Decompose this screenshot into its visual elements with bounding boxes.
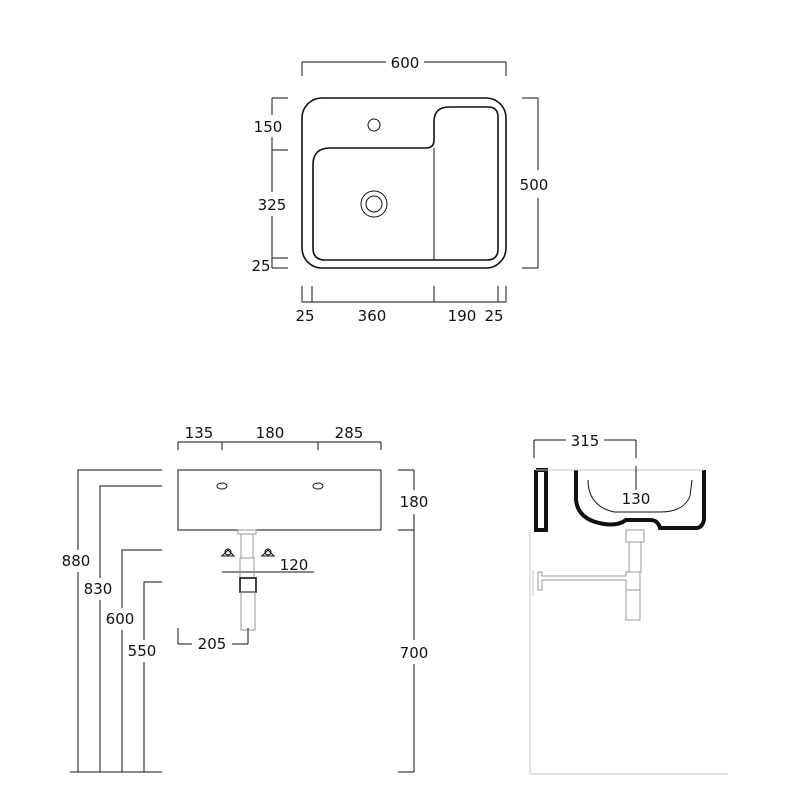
dim-front-top: 135 180 285	[177, 424, 382, 450]
top-view: 600 500 150 325 25	[251, 54, 548, 325]
waste-outlet	[360, 190, 388, 218]
dim-front-right: 180 700	[398, 469, 429, 773]
front-valve-right	[264, 548, 272, 556]
label-315: 315	[571, 432, 600, 450]
label-205: 205	[198, 635, 227, 653]
label-130: 130	[622, 490, 651, 508]
front-trap-body	[239, 577, 257, 593]
label-500: 500	[520, 176, 549, 194]
label-25-left: 25	[295, 307, 314, 325]
dim-depth: 500	[520, 97, 549, 269]
front-basin	[177, 469, 382, 531]
side-basin-section	[534, 468, 706, 532]
label-550: 550	[128, 642, 157, 660]
label-360: 360	[358, 307, 387, 325]
label-135: 135	[185, 424, 214, 442]
label-190: 190	[448, 307, 477, 325]
front-view: 135 180 285 180 700 880 830	[62, 424, 429, 773]
label-25-front: 25	[251, 257, 270, 275]
side-trap	[532, 529, 645, 621]
label-25-right: 25	[484, 307, 503, 325]
label-180-top: 180	[256, 424, 285, 442]
front-trap: 120	[220, 529, 314, 631]
front-overflow-right	[312, 482, 324, 490]
dim-315: 315	[533, 432, 637, 458]
tap-hole	[367, 118, 381, 132]
side-view: 315 130	[529, 432, 728, 775]
waste-outlet-inner	[365, 195, 383, 213]
bowl-outline	[312, 106, 499, 261]
label-700: 700	[400, 644, 429, 662]
label-600-left: 600	[106, 610, 135, 628]
dim-left-vertical: 150 325 25	[251, 97, 288, 275]
dim-width: 600	[301, 54, 507, 76]
label-325: 325	[258, 196, 287, 214]
dim-front-left: 880 830 600 550	[62, 469, 162, 773]
dim-bottom-horizontal: 25 360 190 25	[295, 286, 507, 325]
label-600: 600	[391, 54, 420, 72]
label-830: 830	[84, 580, 113, 598]
label-120: 120	[280, 556, 309, 574]
dim-205: 205	[177, 628, 249, 653]
label-285: 285	[335, 424, 364, 442]
label-180-right: 180	[400, 493, 429, 511]
label-150: 150	[254, 118, 283, 136]
label-880: 880	[62, 552, 91, 570]
front-overflow-left	[216, 482, 228, 490]
front-valve-left	[224, 548, 232, 556]
basin-outline	[301, 97, 507, 269]
